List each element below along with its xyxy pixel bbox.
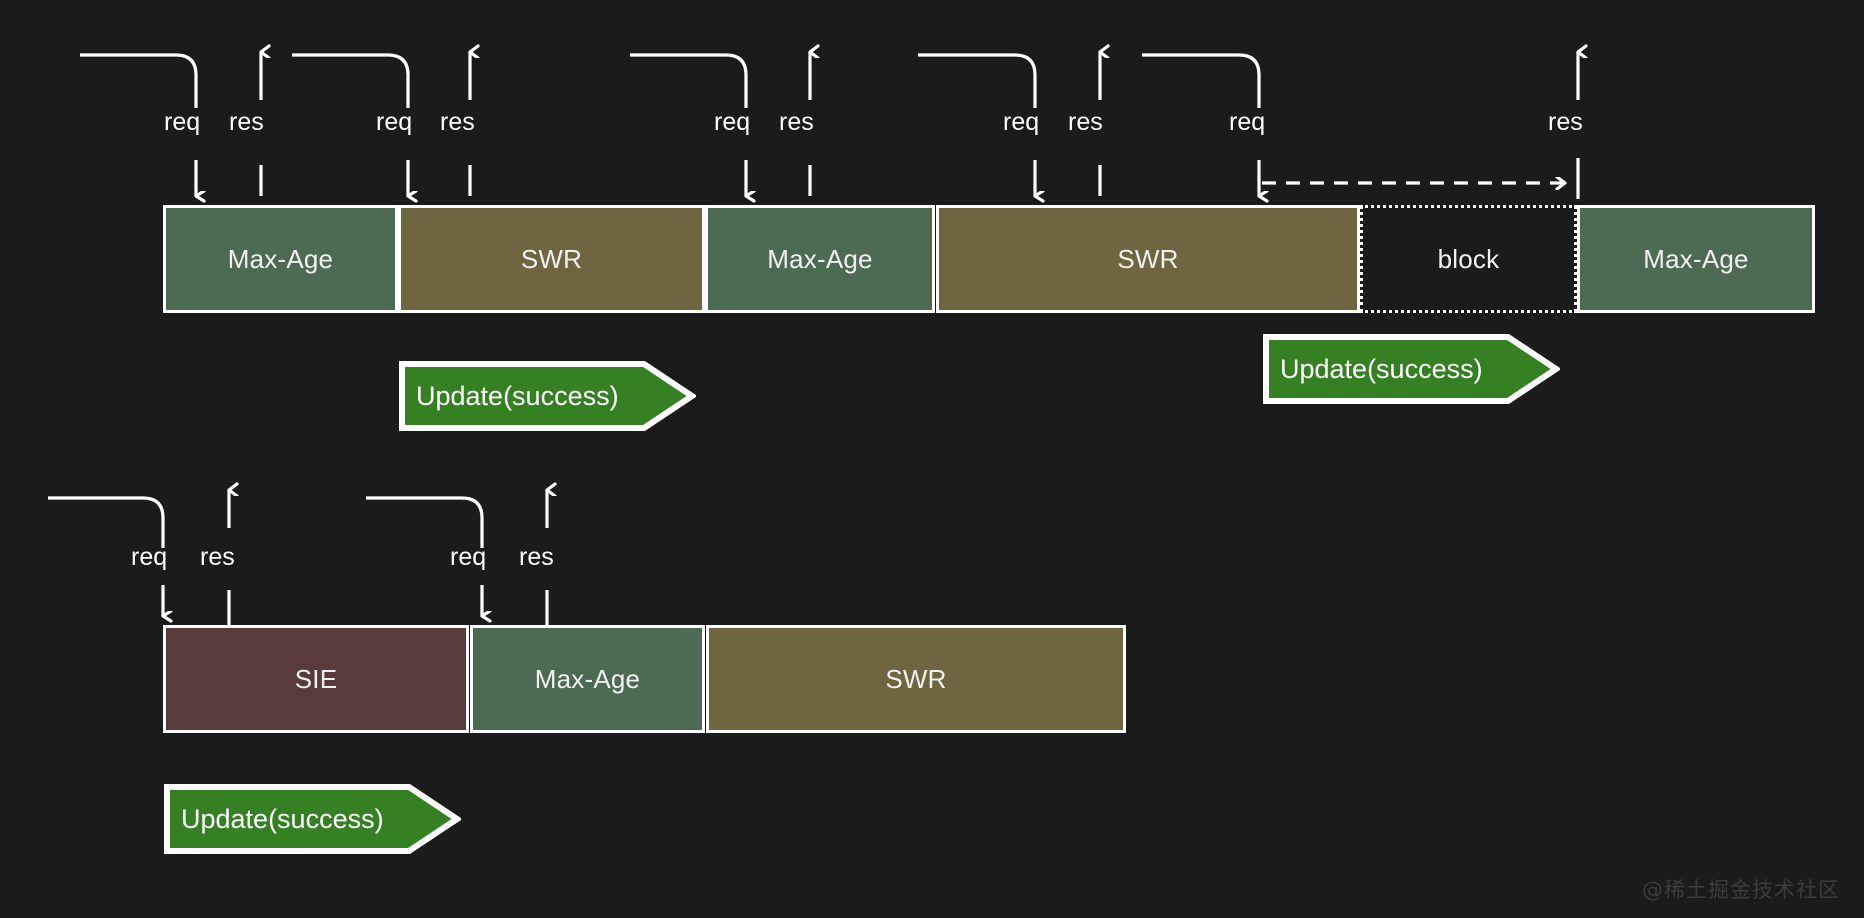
watermark: @稀土掘金技术社区 [1642,878,1840,902]
label-req-5: req [1229,108,1266,136]
segment-max-age-b[interactable]: Max-Age [470,625,705,733]
label-res-b1: res [200,543,235,571]
banner-label: Update(success) [1280,353,1483,384]
label-req-b2: req [450,543,487,571]
banner-update-success-top[interactable]: Update(success) [398,360,696,432]
label-res-2: res [440,108,475,136]
label-req-1: req [164,108,201,136]
req-hook-2 [292,53,410,108]
label-req-2: req [376,108,413,136]
label-res-3: res [779,108,814,136]
banner-arrow-shape [164,784,461,854]
label-res-b2: res [519,543,554,571]
banner-label: Update(success) [181,803,384,834]
req-hook-b1 [48,496,165,548]
req-hook-4 [918,53,1037,108]
segment-sie[interactable]: SIE [163,625,469,733]
segment-swr-b[interactable]: SWR [706,625,1126,733]
label-res-1: res [229,108,264,136]
segment-max-age-3[interactable]: Max-Age [1577,205,1815,313]
req-hook-5 [1142,53,1261,108]
req-hook-3 [630,53,748,108]
banner-update-success-bottom[interactable]: Update(success) [163,783,461,855]
label-req-b1: req [131,543,168,571]
segment-block[interactable]: block [1360,205,1577,313]
label-res-4: res [1068,108,1103,136]
req-hook-b2 [366,496,484,548]
banner-label: Update(success) [416,380,619,411]
req-hook-1 [80,53,198,108]
segment-swr-1[interactable]: SWR [398,205,705,313]
banner-update-success-top-right[interactable]: Update(success) [1262,333,1560,405]
label-req-3: req [714,108,751,136]
segment-max-age-2[interactable]: Max-Age [705,205,935,313]
banner-arrow-shape [1263,334,1560,404]
segment-max-age-1[interactable]: Max-Age [163,205,398,313]
label-req-4: req [1003,108,1040,136]
segment-swr-2[interactable]: SWR [936,205,1360,313]
label-res-5: res [1548,108,1583,136]
banner-arrow-shape [399,361,696,431]
